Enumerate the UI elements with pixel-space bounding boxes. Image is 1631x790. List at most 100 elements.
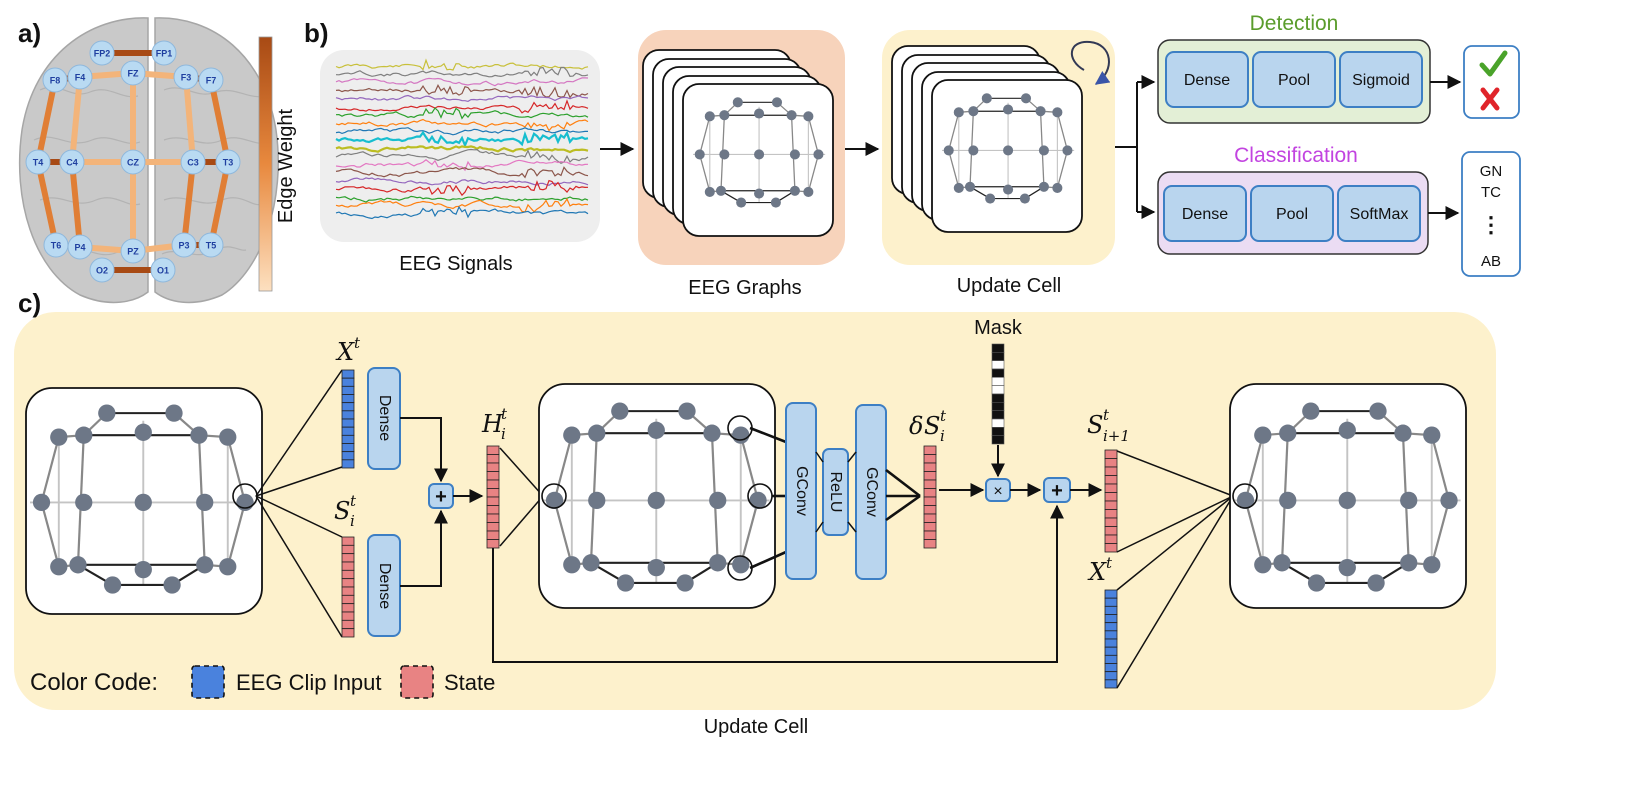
label-si1t: S t i+1 [1087, 406, 1130, 445]
legend-input-label: EEG Clip Input [236, 670, 382, 695]
label-sit: S t i [334, 492, 357, 530]
svg-text:δ: δ [909, 412, 923, 440]
next-state-vector [1104, 449, 1118, 553]
graph-to-gconv [749, 426, 787, 570]
relu-label: ReLU [827, 472, 844, 513]
update-cell-stack [891, 45, 1083, 233]
label-hit: H t i [481, 405, 508, 443]
svg-text:t: t [1106, 554, 1113, 572]
electrode-cz: CZ [120, 149, 146, 175]
skip-connection [492, 504, 1064, 663]
gconv-1 [785, 402, 817, 580]
svg-text:FP1: FP1 [156, 49, 173, 59]
add-node-2-symbol: + [1051, 480, 1063, 502]
svg-text:i+1: i+1 [1103, 427, 1130, 445]
eeg-trace [335, 205, 589, 220]
classification-pool: Pool [1276, 206, 1308, 223]
label-xt-right: X t [1087, 554, 1113, 586]
svg-text:S: S [924, 412, 940, 440]
legend-state-swatch [400, 665, 434, 699]
recurrent-loop-icon [1071, 40, 1111, 85]
electrode-t3: T3 [215, 149, 241, 175]
classification-dense: Dense [1182, 206, 1228, 223]
classification-blocks: Dense Pool SoftMax [1163, 185, 1421, 242]
update-cell-caption-b: Update Cell [957, 275, 1062, 297]
dense-to-sum-arrows [400, 417, 448, 587]
detection-dense: Dense [1184, 72, 1230, 89]
legend-title: Color Code: [30, 669, 158, 696]
label-xt: X t [335, 334, 361, 366]
svg-text:T4: T4 [33, 158, 44, 168]
class-label-tc: TC [1481, 184, 1501, 201]
electrode-p4: P4 [67, 234, 93, 260]
eeg-trace [335, 159, 589, 172]
eeg-trace [335, 118, 589, 132]
state-vector-s [341, 536, 355, 638]
electrode-fp2: FP2 [89, 40, 115, 66]
svg-text:F7: F7 [206, 76, 217, 86]
classification-title: Classification [1234, 144, 1358, 167]
check-icon [1479, 50, 1508, 77]
electrode-f3: F3 [173, 64, 199, 90]
class-label-ab: AB [1481, 253, 1501, 270]
svg-text:X: X [335, 338, 355, 366]
eeg-trace [335, 177, 589, 186]
svg-text:t: t [940, 407, 947, 425]
electrode-c4: C4 [59, 149, 85, 175]
eeg-trace [335, 145, 589, 154]
electrode-t4: T4 [25, 149, 51, 175]
eeg-trace [335, 130, 589, 149]
legend-input-swatch [191, 665, 225, 699]
svg-text:C4: C4 [66, 158, 78, 168]
update-cell-caption-c: Update Cell [704, 716, 809, 738]
eeg-trace [335, 179, 589, 197]
highlight-node-right [1232, 483, 1258, 509]
eeg-trace [335, 58, 589, 71]
svg-text:S: S [334, 497, 350, 525]
panel-label-b: b) [304, 18, 329, 48]
electrode-f8: F8 [42, 67, 68, 93]
gconv-1-label: GConv [793, 466, 810, 516]
svg-text:P3: P3 [178, 241, 189, 251]
electrode-o2: O2 [89, 257, 115, 283]
electrode-fz: FZ [120, 60, 146, 86]
electrode-t6: T6 [43, 232, 69, 258]
detection-output-box [1463, 45, 1520, 119]
mask-vector [991, 343, 1005, 445]
relu [822, 448, 849, 536]
eeg-signals-caption: EEG Signals [399, 253, 512, 275]
fan-right [1116, 450, 1234, 689]
detection-pool: Pool [1278, 72, 1310, 89]
dense-s-label: Dense [376, 563, 393, 609]
svg-text:F8: F8 [50, 76, 61, 86]
electrode-pz: PZ [120, 238, 146, 264]
svg-text:H: H [481, 410, 504, 438]
electrode-o1: O1 [150, 257, 176, 283]
electrode-c3: C3 [180, 149, 206, 175]
svg-text:O2: O2 [96, 266, 108, 276]
add-node-1-symbol: + [435, 486, 447, 508]
eeg-trace [335, 66, 589, 78]
svg-text:t: t [354, 334, 361, 352]
svg-text:i: i [940, 427, 945, 445]
cross-icon [1480, 87, 1500, 111]
eeg-traces [335, 58, 589, 220]
svg-text:FP2: FP2 [94, 49, 111, 59]
svg-text:i: i [350, 512, 355, 530]
fan-left [255, 369, 343, 638]
label-delta-sit: δ S t i [909, 407, 947, 445]
class-label-gn: GN [1480, 163, 1503, 180]
colorbar [258, 36, 273, 292]
eeg-trace [335, 77, 589, 87]
delta-state-vector [923, 445, 937, 549]
legend-state-label: State [444, 670, 495, 695]
gconv-2 [855, 404, 887, 580]
svg-text:C3: C3 [187, 158, 199, 168]
eeg-trace [335, 99, 589, 114]
panel-b: b) EEG Signals EEG Graphs Update Cell [304, 12, 1521, 299]
color-legend: Color Code: EEG Clip Input State [30, 665, 495, 699]
classification-softmax: SoftMax [1350, 206, 1409, 223]
svg-text:F3: F3 [181, 73, 192, 83]
